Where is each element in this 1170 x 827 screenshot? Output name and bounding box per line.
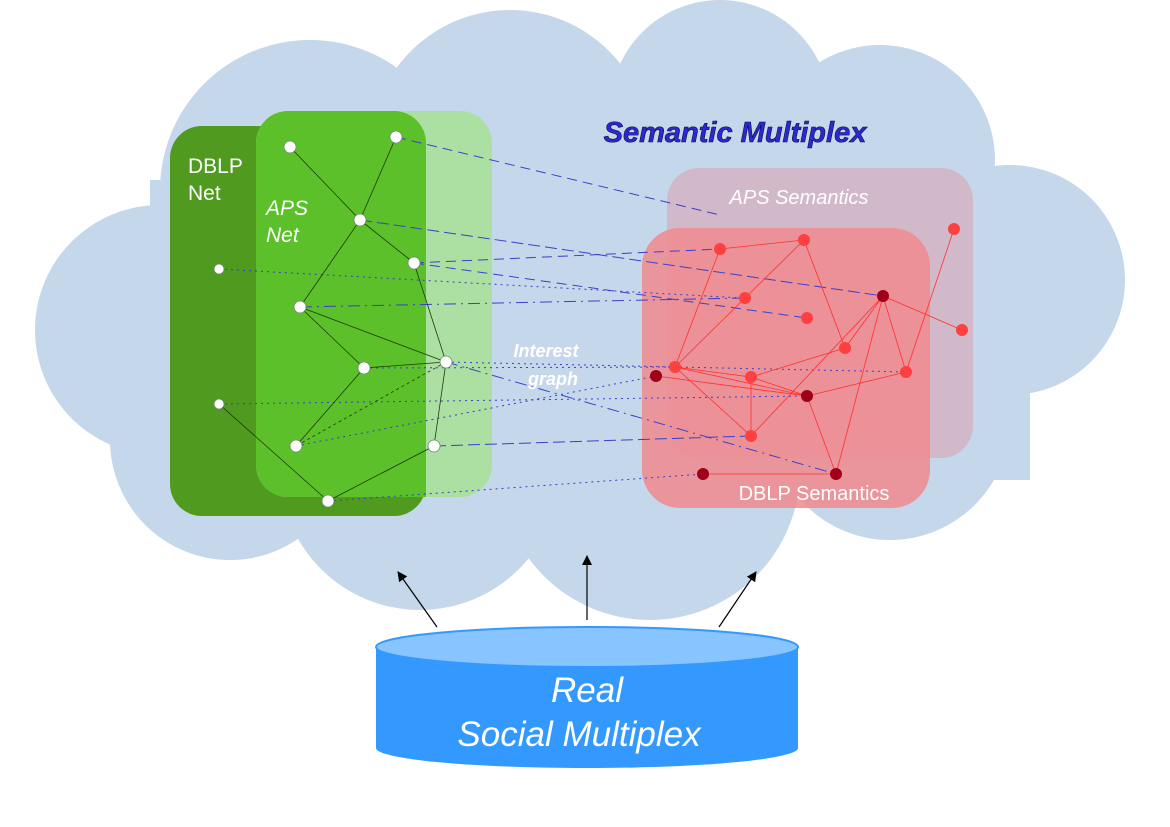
semantics-nodes bbox=[669, 223, 968, 442]
net-node bbox=[213, 398, 225, 410]
database-label-line2: Social Multiplex bbox=[457, 715, 702, 754]
semantic-node bbox=[739, 292, 751, 304]
semantic-edge bbox=[750, 295, 884, 437]
semantic-edge bbox=[674, 366, 752, 378]
inter-link bbox=[295, 375, 657, 447]
arrow-right bbox=[718, 571, 757, 628]
inter-link bbox=[433, 435, 752, 447]
net-node bbox=[427, 439, 441, 453]
net-edge bbox=[433, 361, 447, 447]
semantic-edge bbox=[806, 371, 907, 397]
aps-semantics-label: APS Semantics bbox=[729, 187, 869, 209]
inter-link bbox=[218, 395, 808, 405]
semantic-edge bbox=[844, 295, 884, 349]
inter-link bbox=[363, 366, 676, 369]
net-edge bbox=[218, 403, 329, 502]
net-edge bbox=[299, 306, 365, 369]
semantic-node bbox=[839, 342, 851, 354]
semantic-edge bbox=[674, 366, 808, 397]
net-edge bbox=[295, 367, 365, 447]
semantic-edge bbox=[835, 295, 884, 475]
shared-semantic-node bbox=[830, 468, 842, 480]
semantic-node bbox=[714, 243, 726, 255]
net-edge bbox=[299, 306, 447, 363]
semantic-node bbox=[900, 366, 912, 378]
net-node bbox=[283, 140, 297, 154]
projection-arrows bbox=[397, 555, 757, 628]
inter-link bbox=[395, 136, 721, 216]
inter-link bbox=[413, 248, 721, 264]
semantic-edge bbox=[882, 295, 963, 331]
net-edge bbox=[359, 219, 415, 264]
aps-net-label-line1: APS bbox=[264, 197, 308, 220]
shared-semantic-node bbox=[697, 468, 709, 480]
net-node bbox=[321, 494, 335, 508]
net-node bbox=[353, 213, 367, 227]
arrow-left bbox=[397, 571, 438, 628]
semantic-node bbox=[956, 324, 968, 336]
net-node bbox=[293, 300, 307, 314]
semantic-edge bbox=[750, 376, 808, 397]
aps-net-overlap-region bbox=[256, 111, 426, 497]
dblp-semantics-label: DBLP Semantics bbox=[739, 483, 890, 505]
inter-link bbox=[413, 262, 808, 319]
net-edge bbox=[299, 219, 361, 308]
semantic-edge bbox=[905, 228, 955, 373]
semantic-edge bbox=[674, 366, 752, 437]
cylinder-body bbox=[376, 647, 798, 768]
real-social-multiplex-database: Real Social Multiplex bbox=[375, 626, 799, 768]
net-edge bbox=[295, 361, 447, 447]
semantic-edge bbox=[744, 239, 805, 299]
net-node bbox=[389, 130, 403, 144]
net-edge bbox=[289, 146, 361, 221]
net-node bbox=[357, 361, 371, 375]
semantic-node bbox=[745, 430, 757, 442]
shared-semantic-node bbox=[801, 390, 813, 402]
semantic-edge bbox=[655, 375, 808, 397]
interest-graph-links bbox=[218, 136, 907, 502]
inter-link bbox=[445, 361, 837, 475]
inter-link bbox=[359, 219, 884, 297]
net-edge bbox=[363, 361, 447, 369]
title: Semantic Multiplex bbox=[604, 117, 869, 149]
semantic-edge bbox=[803, 239, 846, 349]
semantic-edge bbox=[719, 239, 805, 250]
semantic-node bbox=[669, 361, 681, 373]
net-edge bbox=[359, 136, 397, 221]
dblp-net-label-line1: DBLP bbox=[188, 155, 243, 178]
shared-semantic-node bbox=[877, 290, 889, 302]
net-node bbox=[407, 256, 421, 270]
semantics-shared-nodes bbox=[650, 290, 889, 480]
net-edges bbox=[218, 136, 447, 502]
semantic-node bbox=[798, 234, 810, 246]
net-edge bbox=[413, 262, 447, 363]
semantic-edge bbox=[674, 297, 746, 368]
semantics-edges bbox=[655, 228, 963, 475]
semantic-edge bbox=[882, 295, 907, 373]
database-label-line1: Real bbox=[551, 671, 624, 710]
cylinder-top bbox=[375, 626, 799, 668]
net-node bbox=[289, 439, 303, 453]
net-node bbox=[213, 263, 225, 275]
interest-graph-label-line2: graph bbox=[527, 369, 578, 389]
aps-net-label-line2: Net bbox=[266, 224, 300, 247]
net-nodes bbox=[213, 130, 453, 508]
net-node bbox=[439, 355, 453, 369]
semantic-node bbox=[948, 223, 960, 235]
shared-semantic-node bbox=[650, 370, 662, 382]
semantic-node bbox=[745, 371, 757, 383]
inter-link bbox=[299, 297, 746, 308]
dblp-semantics-panel bbox=[642, 228, 930, 508]
net-edge bbox=[327, 445, 435, 502]
inter-link bbox=[327, 473, 704, 502]
semantic-edge bbox=[806, 395, 837, 475]
semantic-edge bbox=[674, 248, 721, 368]
semantic-node bbox=[801, 312, 813, 324]
dblp-net-label-line2: Net bbox=[188, 182, 221, 205]
interest-graph-label-line1: Interest bbox=[513, 341, 579, 361]
